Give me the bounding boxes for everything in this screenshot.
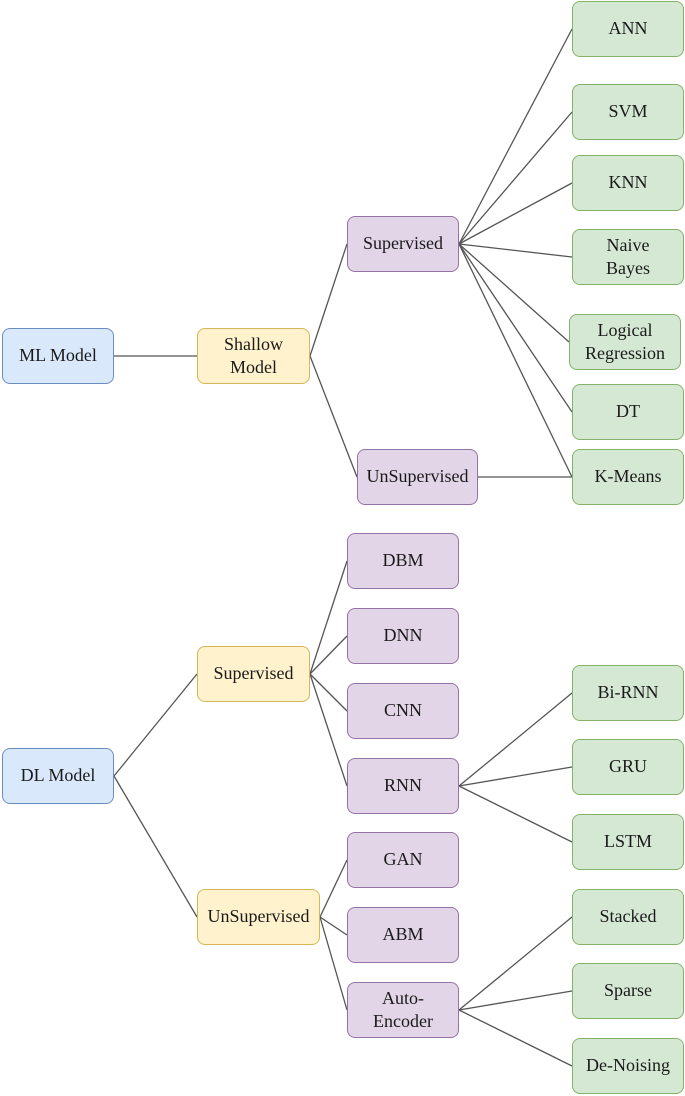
node-dt: DT bbox=[572, 384, 684, 440]
node-logical-regression: Logical Regression bbox=[569, 314, 681, 370]
node-sparse: Sparse bbox=[572, 963, 684, 1019]
node-rnn: RNN bbox=[347, 758, 459, 814]
edge-unsupervised-abm bbox=[319, 916, 348, 936]
node-gru: GRU bbox=[572, 739, 684, 795]
node-dnn: DNN bbox=[347, 608, 459, 664]
node-abm: ABM bbox=[347, 907, 459, 963]
node-cnn: CNN bbox=[347, 683, 459, 739]
edge-supervised-dbm bbox=[309, 560, 348, 675]
edge-autoencoder-sparse bbox=[458, 990, 573, 1011]
edge-dl-unsupervised bbox=[113, 775, 198, 918]
edge-shallow-supervised bbox=[309, 243, 348, 357]
edge-rnn-birnn bbox=[458, 692, 573, 787]
edge-autoencoder-denoising bbox=[458, 1009, 573, 1067]
edge-rnn-gru bbox=[458, 766, 573, 787]
edge-unsupervised-autoencoder bbox=[319, 916, 348, 1011]
edge-unsupervised-gan bbox=[319, 859, 348, 918]
node-stacked: Stacked bbox=[572, 889, 684, 945]
node-de-noising: De-Noising bbox=[572, 1038, 684, 1094]
node-svm: SVM bbox=[572, 84, 684, 140]
edge-supervised-rnn bbox=[309, 673, 348, 787]
edge-dl-supervised bbox=[113, 673, 198, 777]
node-knn: KNN bbox=[572, 155, 684, 211]
edge-supervised-cnn bbox=[309, 673, 348, 712]
node-dl-unsupervised: UnSupervised bbox=[197, 889, 320, 945]
node-lstm: LSTM bbox=[572, 814, 684, 870]
edge-autoencoder-stacked bbox=[458, 916, 573, 1011]
edge-supervised-ann bbox=[458, 28, 573, 245]
edge-supervised-logical-regression bbox=[458, 243, 570, 343]
node-k-means: K-Means bbox=[572, 449, 684, 505]
edge-supervised-dnn bbox=[309, 635, 348, 675]
node-shallow-model: Shallow Model bbox=[197, 328, 310, 384]
node-naive-bayes: Naive Bayes bbox=[572, 229, 684, 285]
edge-supervised-naive-bayes bbox=[458, 243, 573, 258]
node-dl-model: DL Model bbox=[2, 748, 114, 804]
node-dbm: DBM bbox=[347, 533, 459, 589]
edge-supervised-svm bbox=[458, 111, 573, 245]
edge-rnn-lstm bbox=[458, 785, 573, 843]
node-ml-unsupervised: UnSupervised bbox=[357, 449, 478, 505]
node-ann: ANN bbox=[572, 1, 684, 57]
node-ml-supervised: Supervised bbox=[347, 216, 459, 272]
edge-supervised-dt bbox=[458, 243, 573, 413]
edge-shallow-unsupervised bbox=[309, 355, 358, 478]
node-ml-model: ML Model bbox=[2, 328, 114, 384]
node-gan: GAN bbox=[347, 832, 459, 888]
node-dl-supervised: Supervised bbox=[197, 646, 310, 702]
edge-supervised-knn bbox=[458, 182, 573, 245]
edge-supervised-kmeans bbox=[458, 243, 573, 478]
node-auto-encoder: Auto- Encoder bbox=[347, 982, 459, 1038]
node-bi-rnn: Bi-RNN bbox=[572, 665, 684, 721]
